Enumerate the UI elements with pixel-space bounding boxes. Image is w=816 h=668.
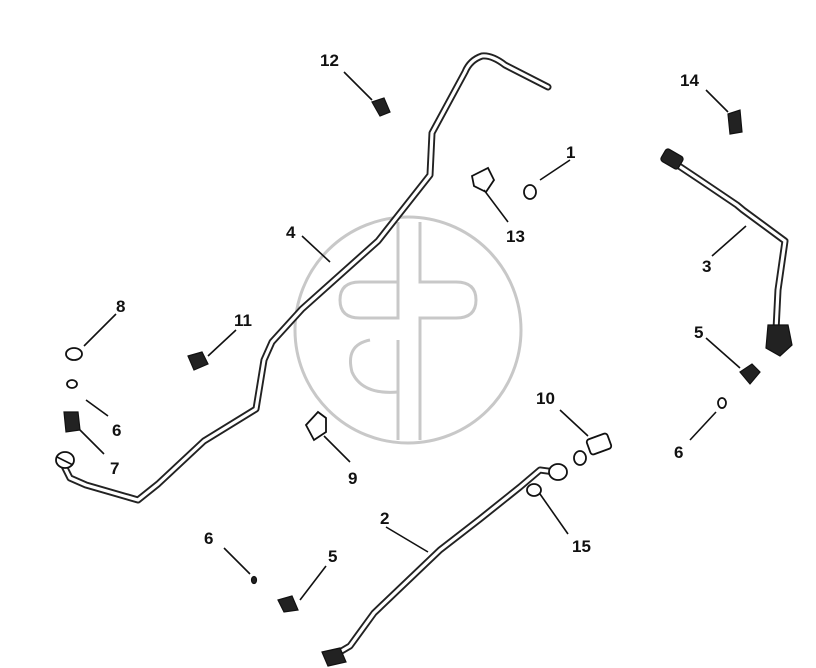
- tube-part-2: [329, 466, 559, 660]
- elbow-fitting-part-3-bottom: [765, 324, 793, 357]
- callout-1: 1: [566, 143, 575, 162]
- callout-8: 8: [116, 297, 125, 316]
- o-ring-part-6-left: [66, 379, 78, 389]
- fitting-part-7: [63, 411, 81, 433]
- callout-15: 15: [572, 537, 591, 556]
- callout-7: 7: [110, 459, 119, 478]
- callout-9: 9: [348, 469, 357, 488]
- callout-6-right: 6: [674, 443, 683, 462]
- tube-part-4: [58, 52, 552, 504]
- clip-part-11: [187, 351, 209, 371]
- callout-10: 10: [536, 389, 555, 408]
- clamp-part-9: [304, 410, 327, 442]
- callout-11: 11: [234, 311, 252, 330]
- callout-6-left: 6: [112, 421, 121, 440]
- callout-6-bottom: 6: [204, 529, 213, 548]
- fitting-part-5-right: [739, 363, 761, 385]
- callout-3: 3: [702, 257, 711, 276]
- fitting-part-12: [371, 97, 391, 117]
- leader-lines: [79, 71, 747, 601]
- callout-5-right: 5: [694, 323, 703, 342]
- plug-part-1: [523, 184, 537, 200]
- tube-part-3: [666, 156, 789, 334]
- callout-4: 4: [286, 223, 296, 242]
- callout-14: 14: [680, 71, 699, 90]
- callout-13: 13: [506, 227, 525, 246]
- clamp-part-13: [470, 166, 496, 194]
- callout-12: 12: [320, 51, 339, 70]
- o-ring-part-8: [65, 347, 83, 361]
- fitting-part-10: [573, 432, 613, 466]
- fitting-part-4-end: [55, 451, 75, 469]
- fitting-part-2-end: [321, 463, 568, 667]
- fitting-part-3-top: [660, 148, 684, 170]
- o-ring-part-6-right: [717, 397, 727, 409]
- callout-2: 2: [380, 509, 389, 528]
- fitting-part-5-bottom: [277, 595, 299, 613]
- o-ring-part-15: [526, 483, 542, 497]
- callout-5-bottom: 5: [328, 547, 337, 566]
- fitting-part-14: [727, 109, 743, 135]
- watermark-logo: [293, 215, 523, 445]
- o-ring-part-6-bottom: [250, 575, 258, 585]
